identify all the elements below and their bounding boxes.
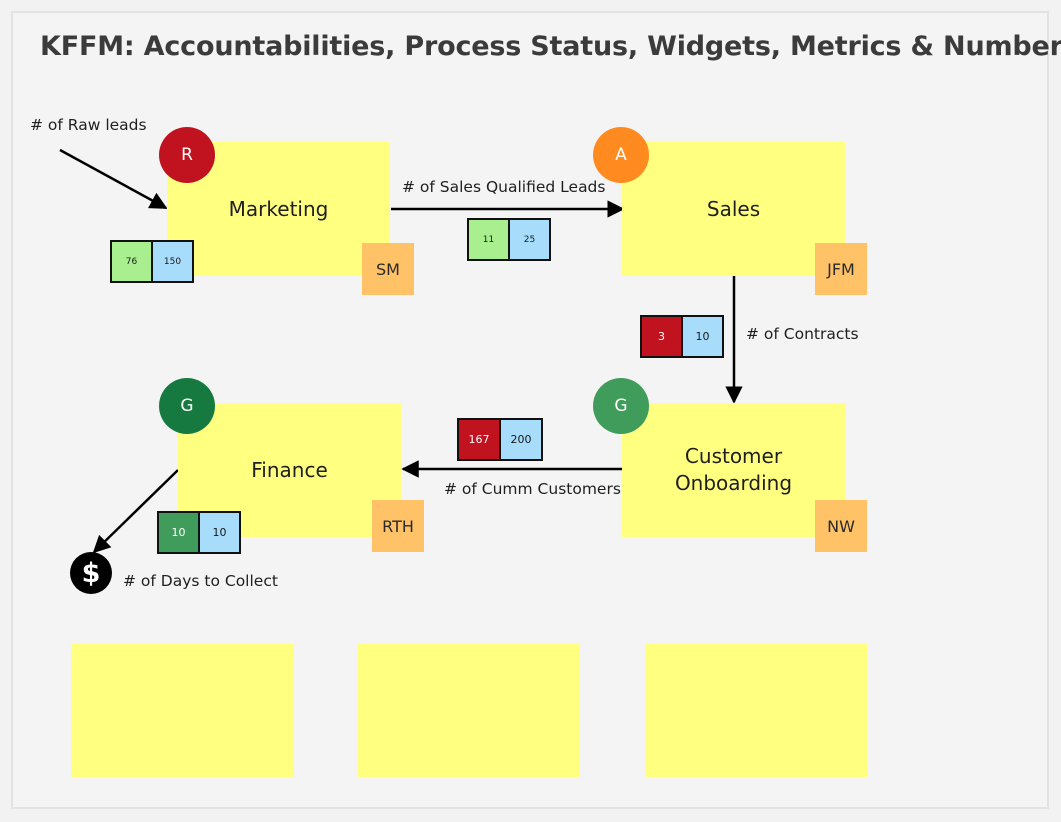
customer-onboarding-sticky[interactable]: Customer Onboarding xyxy=(622,403,845,537)
contracts-label: # of Contracts xyxy=(746,325,859,343)
marketing-status-badge: R xyxy=(159,127,215,183)
page-title: KFFM: Accountabilities, Process Status, … xyxy=(40,31,1061,62)
marketing-owner-sticky[interactable]: SM xyxy=(362,243,414,295)
empty-sticky-1[interactable] xyxy=(71,644,294,777)
days-to-collect-arrow xyxy=(92,469,179,554)
marketing-metric-widget[interactable]: 76 150 xyxy=(110,240,194,283)
metric-target: 150 xyxy=(153,242,192,281)
finance-sticky[interactable]: Finance xyxy=(178,403,401,537)
sales-sticky[interactable]: Sales xyxy=(622,142,845,276)
metric-target: 25 xyxy=(510,220,549,259)
sales-label: Sales xyxy=(706,197,761,221)
metric-actual: 10 xyxy=(159,513,198,552)
metric-actual: 3 xyxy=(642,317,681,356)
cumm-customers-label: # of Cumm Customers xyxy=(444,480,621,498)
days-to-collect-label: # of Days to Collect xyxy=(123,572,278,590)
sales-owner-sticky[interactable]: JFM xyxy=(815,243,867,295)
dollar-icon: $ xyxy=(70,552,112,594)
empty-sticky-2[interactable] xyxy=(358,644,580,777)
finance-metric-widget[interactable]: 10 10 xyxy=(157,511,241,554)
finance-status-badge: G xyxy=(159,378,215,434)
marketing-label: Marketing xyxy=(228,197,329,221)
sales-qualified-leads-metric-widget[interactable]: 11 25 xyxy=(467,218,551,261)
customer-onboarding-status-badge: G xyxy=(593,378,649,434)
metric-target: 10 xyxy=(683,317,722,356)
sales-status-badge: A xyxy=(593,127,649,183)
raw-leads-label: # of Raw leads xyxy=(30,116,147,134)
metric-actual: 76 xyxy=(112,242,151,281)
cumm-customers-metric-widget[interactable]: 167 200 xyxy=(457,418,543,461)
finance-owner-sticky[interactable]: RTH xyxy=(372,500,424,552)
metric-actual: 11 xyxy=(469,220,508,259)
customer-onboarding-owner-sticky[interactable]: NW xyxy=(815,500,867,552)
metric-target: 10 xyxy=(200,513,239,552)
metric-actual: 167 xyxy=(459,420,499,459)
empty-sticky-3[interactable] xyxy=(645,644,867,777)
contracts-metric-widget[interactable]: 3 10 xyxy=(640,315,724,358)
sales-qualified-leads-label: # of Sales Qualified Leads xyxy=(402,178,606,196)
metric-target: 200 xyxy=(501,420,541,459)
customer-onboarding-label: Customer Onboarding xyxy=(674,444,793,495)
raw-leads-arrow xyxy=(59,148,168,210)
finance-label: Finance xyxy=(251,458,328,482)
